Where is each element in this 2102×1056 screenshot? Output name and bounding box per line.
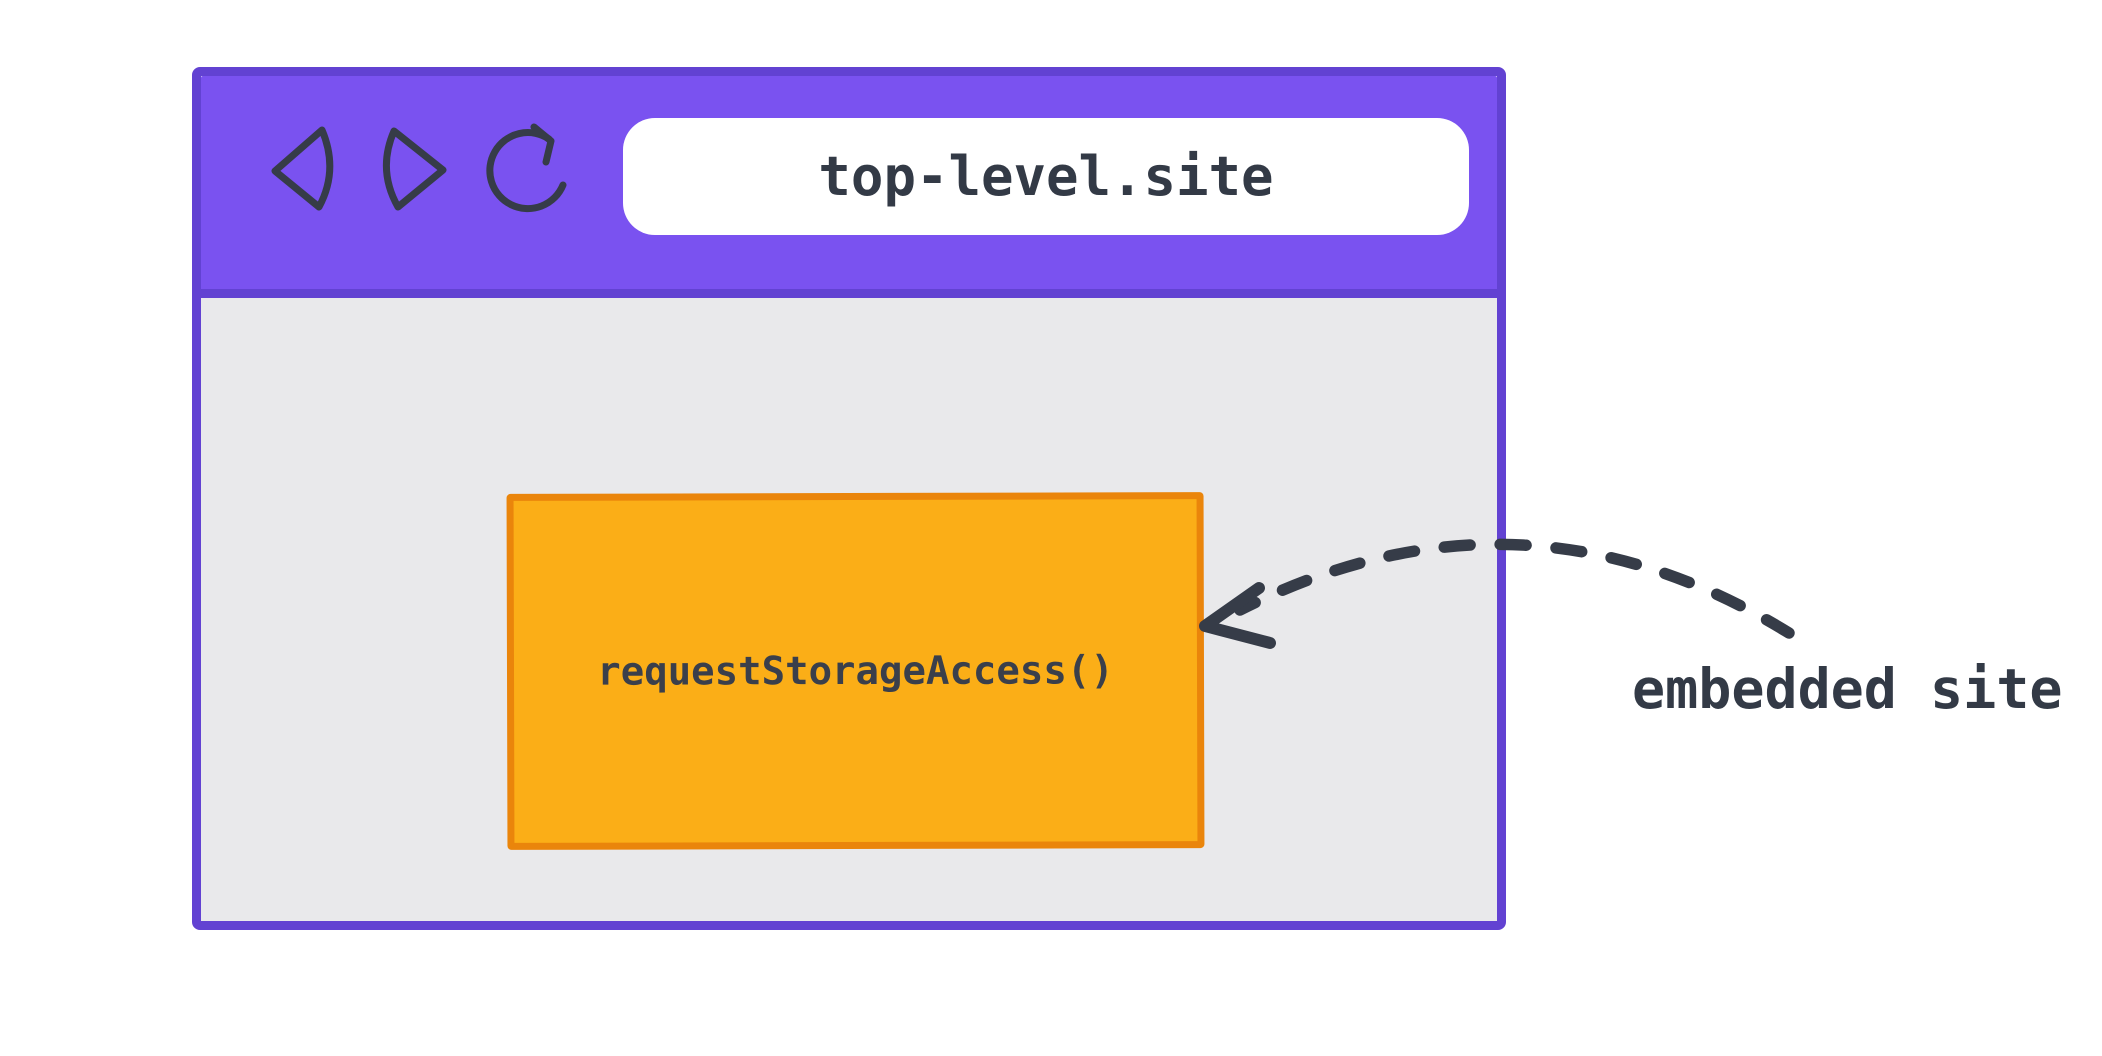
- browser-window: top-level.site requestStorageAccess(): [192, 67, 1506, 930]
- back-icon: [271, 126, 334, 211]
- address-bar: top-level.site: [623, 118, 1469, 235]
- embedded-frame: requestStorageAccess(): [506, 492, 1205, 850]
- toolbar-nav-icons: [271, 123, 567, 213]
- embedded-site-label: embedded site: [1632, 657, 2063, 721]
- embedded-frame-label: requestStorageAccess(): [597, 647, 1114, 695]
- forward-icon: [382, 127, 447, 211]
- browser-content: requestStorageAccess(): [201, 298, 1497, 930]
- address-bar-url: top-level.site: [818, 144, 1274, 208]
- browser-toolbar: top-level.site: [201, 76, 1497, 298]
- reload-icon: [486, 123, 567, 213]
